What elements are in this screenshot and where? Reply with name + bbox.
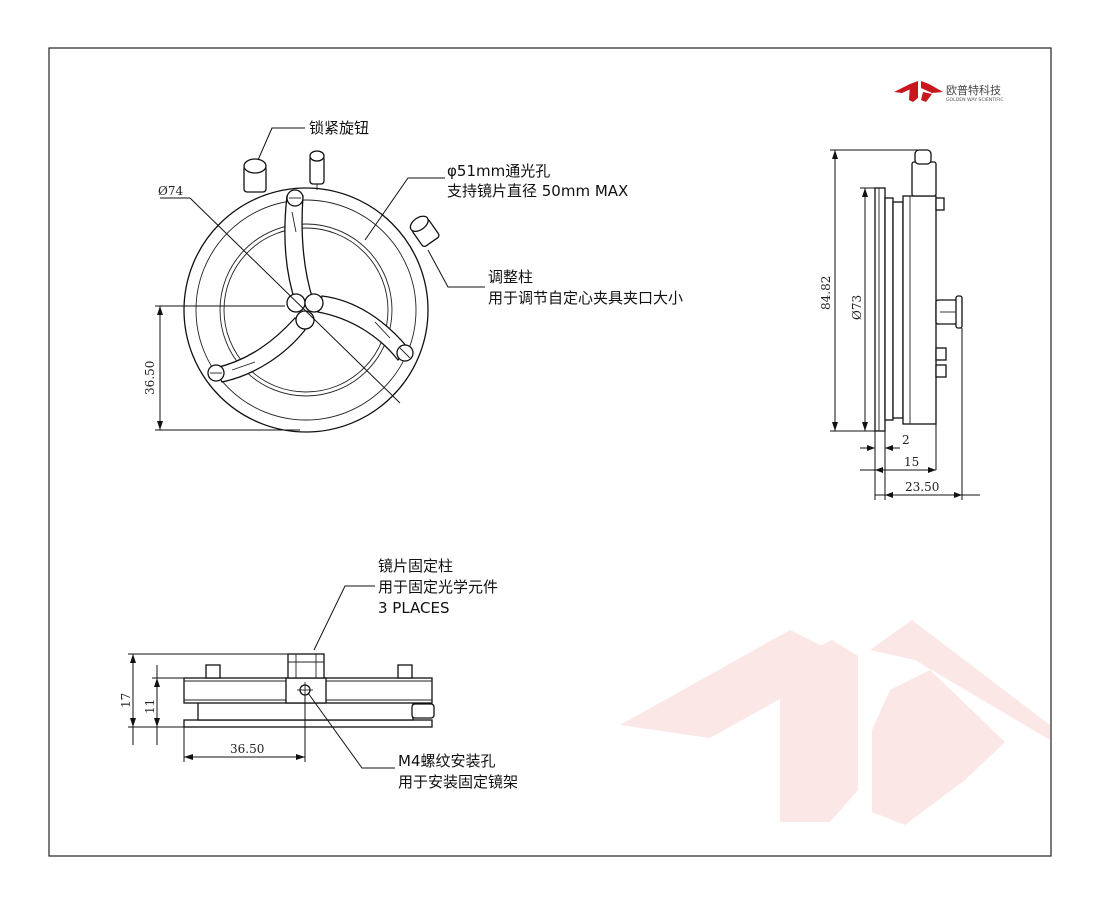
- body-height-label: 11: [143, 699, 157, 714]
- bottom-adjust-post: [411, 703, 435, 719]
- body-block: [902, 195, 937, 425]
- side-screw: [935, 347, 947, 361]
- bottom-view: 17 11 36.50 镜片固定柱 用于固定光学元件 3 PLACES M4螺纹…: [119, 557, 518, 791]
- brand-name-en: GOLDEN WAY SCIENTIFIC: [946, 97, 1004, 103]
- outer-ring: [183, 187, 429, 433]
- side-knob-cap: [914, 149, 932, 165]
- side-screw: [935, 364, 947, 378]
- brand-mark-icon: [894, 81, 943, 102]
- screw-head: [935, 197, 945, 211]
- bottom-overall-height-label: 17: [119, 693, 133, 708]
- clamp-roller: [304, 293, 324, 313]
- front-flange: [874, 187, 886, 432]
- locking-knob-label: 锁紧旋钮: [309, 119, 369, 137]
- brand-name-cn: 欧普特科技: [946, 83, 1001, 97]
- lens-post-quantity: 3 PLACES: [378, 599, 450, 617]
- locking-knob-top: [309, 150, 325, 190]
- center-height-label: 36.50: [143, 361, 157, 395]
- locking-knob-leader: [257, 127, 305, 161]
- outer-diameter-label: Ø74: [158, 184, 183, 198]
- jaw-right: [317, 295, 414, 362]
- mount-hole-leader: [307, 692, 395, 769]
- body-depth-label: 15: [904, 455, 919, 469]
- aperture-label: φ51mm通光孔: [447, 162, 550, 180]
- base-flange: [183, 719, 433, 728]
- clamp-roller: [295, 310, 315, 330]
- adjust-post: [409, 215, 440, 248]
- watermark-logo: [620, 620, 1050, 825]
- overall-depth-label: 23.50: [905, 480, 939, 494]
- adjust-post-description: 用于调节自定心夹具夹口大小: [488, 289, 683, 307]
- lens-post: [287, 653, 325, 679]
- lens-post-leader: [313, 585, 375, 651]
- front-view: Ø74 36.50 锁紧旋钮 φ51mm通光孔 支持镜片直径 50mm MAX …: [143, 119, 683, 433]
- front-lip: [884, 197, 894, 421]
- clamp-roller: [286, 293, 306, 313]
- mid-plate: [892, 201, 904, 419]
- locking-knob-left: [243, 158, 267, 193]
- adjust-post-label: 调整柱: [488, 268, 533, 286]
- aperture-circle: [219, 223, 393, 397]
- adjust-post-leader: [427, 249, 485, 288]
- diameter-dimension-line: [189, 197, 401, 404]
- lens-post-description: 用于固定光学元件: [378, 578, 498, 596]
- side-view: 84.82 Ø73 2 15 23.50: [819, 149, 980, 500]
- overall-height-label: 84.82: [819, 276, 833, 310]
- brand-logo: 欧普特科技 GOLDEN WAY SCIENTIFIC: [894, 81, 1004, 103]
- ring-inner-edge: [195, 199, 417, 421]
- mount-hole-label: M4螺纹安装孔: [398, 752, 496, 770]
- aperture-inner-circle: [223, 227, 389, 393]
- lens-post-label: 镜片固定柱: [378, 557, 453, 575]
- mount-hole-description: 用于安装固定镜架: [398, 773, 518, 791]
- top-screw: [205, 664, 221, 679]
- hole-offset-label: 36.50: [230, 742, 264, 756]
- flange-thickness-label: 2: [902, 433, 910, 447]
- aperture-leader: [364, 177, 445, 241]
- top-screw: [397, 664, 413, 679]
- aperture-spec-label: 支持镜片直径 50mm MAX: [447, 182, 628, 200]
- side-locking-knob: [911, 161, 937, 197]
- inner-diameter-label: Ø73: [850, 295, 864, 320]
- jaw-left: [207, 317, 306, 383]
